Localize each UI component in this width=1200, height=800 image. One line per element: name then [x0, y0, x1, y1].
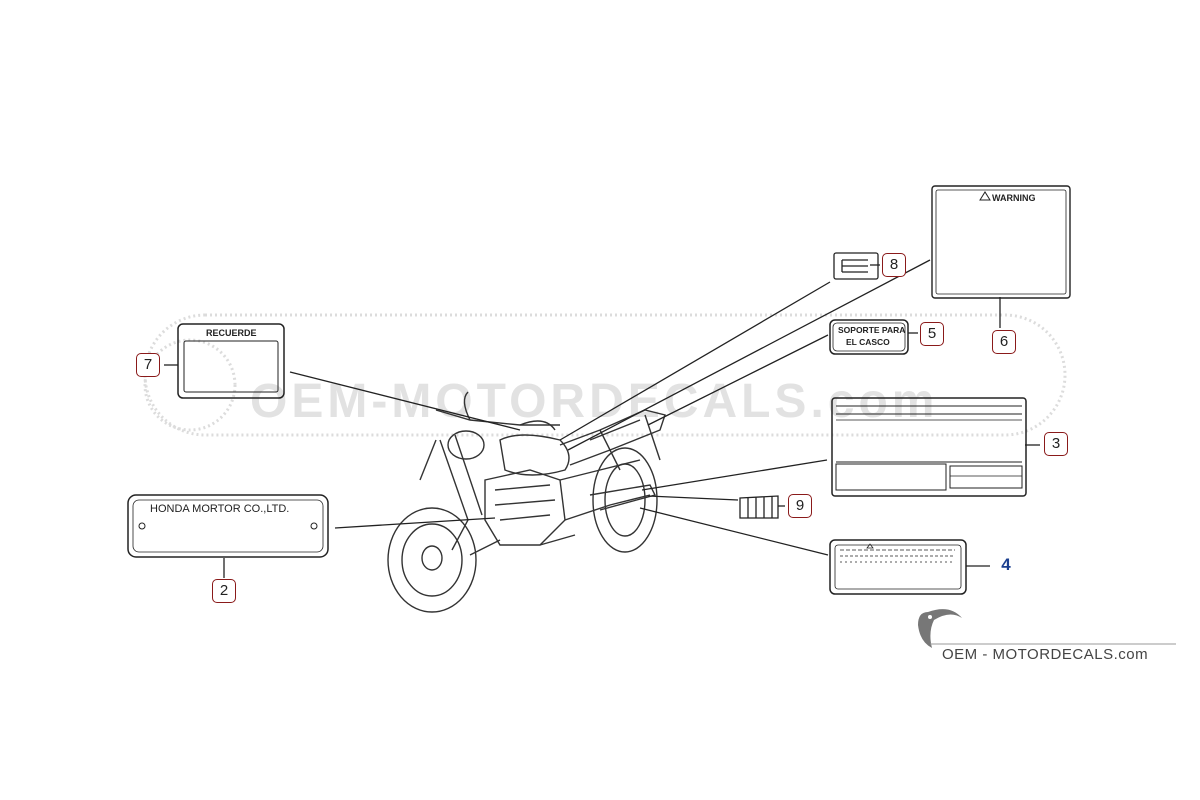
warning-triangle-icon — [979, 191, 991, 201]
watermark-shapes — [143, 313, 1067, 437]
callout-6[interactable]: 6 — [992, 330, 1016, 354]
callout-8[interactable]: 8 — [882, 253, 906, 277]
decal-6-warning-panel — [931, 185, 1071, 299]
decal-8-small-label — [833, 252, 879, 280]
soporte-line1-text: SOPORTE PARA — [838, 325, 906, 335]
callout-3[interactable]: 3 — [1044, 432, 1068, 456]
motorcycle-illustration — [387, 391, 666, 613]
decal-4-caution-label — [829, 539, 967, 595]
callout-9[interactable]: 9 — [788, 494, 812, 518]
decal-2-honda-plate — [127, 494, 329, 558]
decal-9-small-block — [739, 495, 779, 519]
callout-5[interactable]: 5 — [920, 322, 944, 346]
watermark-text: OEM-MOTORDECALS.com — [250, 375, 939, 428]
toucan-icon — [918, 609, 962, 648]
leader-lines — [164, 259, 1040, 578]
callout-2[interactable]: 2 — [212, 579, 236, 603]
logo-text: OEM - MOTORDECALS.com — [942, 646, 1149, 663]
callout-7[interactable]: 7 — [136, 353, 160, 377]
decal-3-info-label — [831, 397, 1027, 497]
honda-plate-text: HONDA MORTOR CO.,LTD. — [150, 503, 290, 515]
warning-label-text: WARNING — [992, 193, 1036, 203]
decal-5-helmet-holder — [829, 319, 909, 355]
callout-4[interactable]: 4 — [994, 553, 1018, 577]
soporte-line2-text: EL CASCO — [846, 337, 890, 347]
recuerde-label-text: RECUERDE — [206, 328, 257, 338]
decal-7-recuerde — [177, 323, 285, 399]
